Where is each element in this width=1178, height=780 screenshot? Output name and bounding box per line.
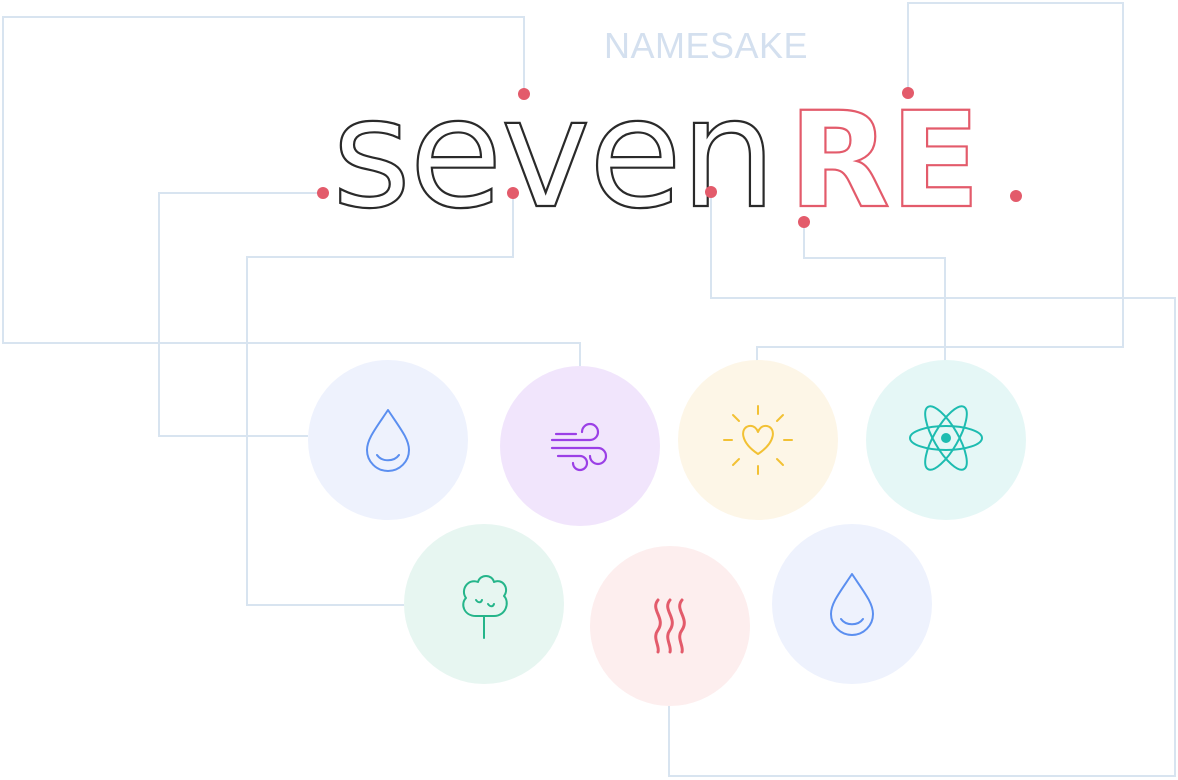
connector-line — [756, 2, 1124, 362]
badge-circle — [500, 366, 660, 526]
badge-circle — [404, 524, 564, 684]
element-badge — [404, 524, 564, 684]
anchor-dot — [507, 187, 519, 199]
element-badge — [678, 360, 838, 520]
anchor-dot — [317, 187, 329, 199]
anchor-dot — [902, 87, 914, 99]
water-drop-icon — [366, 409, 410, 472]
badge-circle — [590, 546, 750, 706]
eyebrow-label: NAMESAKE — [604, 25, 808, 66]
logo-accent: RE — [789, 84, 981, 238]
anchor-dot — [518, 88, 530, 100]
element-badge — [772, 524, 932, 684]
heat-waves-icon — [654, 598, 686, 654]
wind-icon — [550, 422, 608, 472]
connector-line — [158, 192, 323, 437]
connector-line — [803, 222, 946, 362]
connector-line — [668, 192, 1176, 777]
logo-wordmark: seven — [332, 65, 775, 242]
badge-circle — [308, 360, 468, 520]
tree-icon — [462, 575, 508, 639]
element-badge — [500, 366, 660, 526]
anchor-dot — [798, 216, 810, 228]
connector-line — [2, 16, 581, 368]
atom-icon — [909, 405, 983, 471]
badge-circle — [678, 360, 838, 520]
element-badge — [866, 360, 1026, 520]
anchor-dots — [317, 87, 1022, 228]
sun-heart-icon — [723, 405, 793, 475]
logo-period-dot — [1010, 190, 1022, 202]
element-badge — [308, 360, 468, 520]
anchor-dot — [705, 186, 717, 198]
badge-circle — [772, 524, 932, 684]
connector-line — [246, 193, 514, 606]
water-drop-icon — [830, 573, 874, 636]
element-badge — [590, 546, 750, 706]
